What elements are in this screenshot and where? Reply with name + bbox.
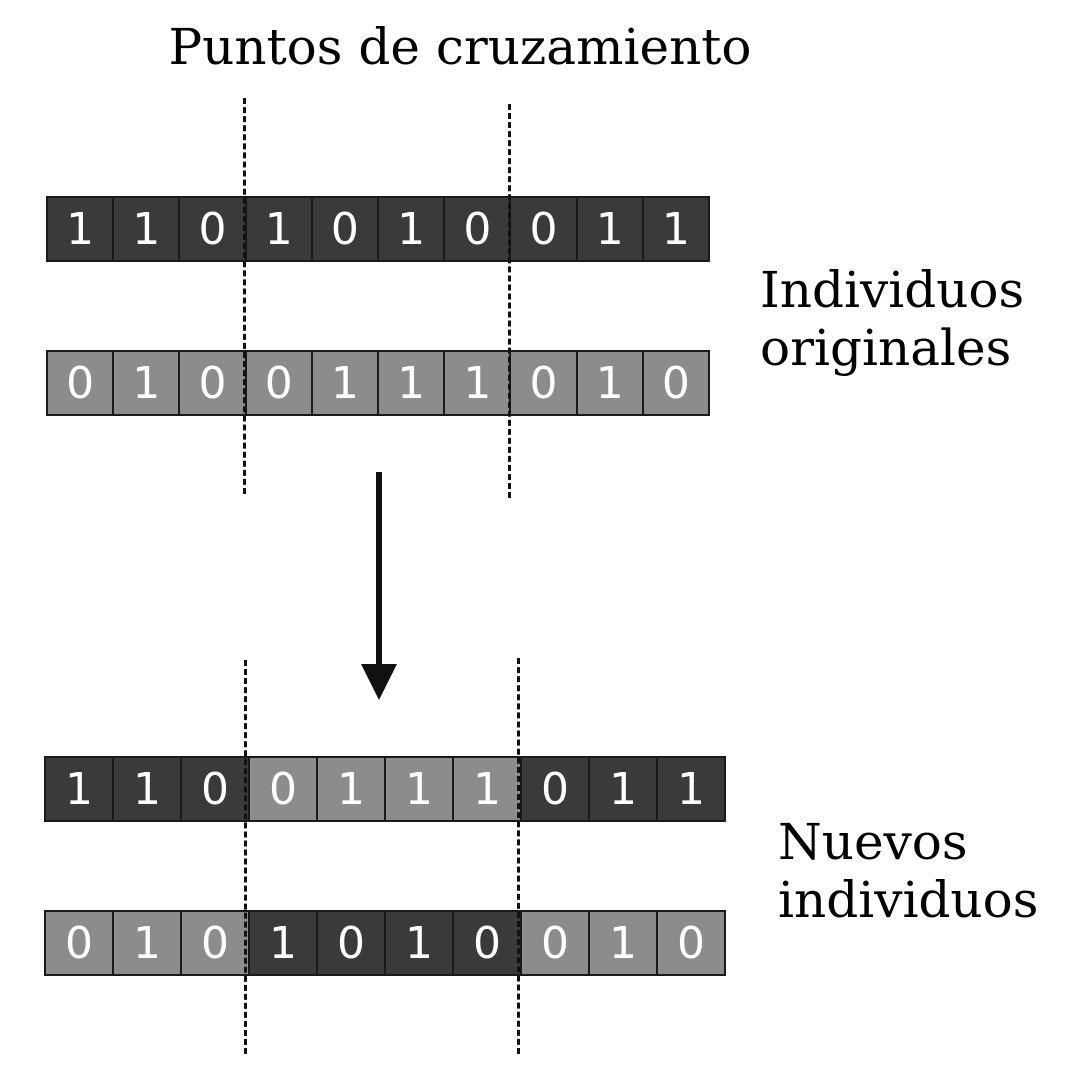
gene-cell: 0: [658, 912, 724, 974]
gene-cell: 0: [445, 198, 512, 260]
gene-cell: 0: [511, 352, 578, 414]
gene-cell: 1: [250, 912, 318, 974]
gene-cell: 0: [511, 198, 578, 260]
gene-cell: 0: [182, 758, 250, 820]
crossover-point-1-top: [243, 98, 246, 494]
gene-cell: 1: [114, 758, 182, 820]
new-label-line2: individuos: [778, 870, 1039, 929]
gene-cell: 0: [180, 198, 247, 260]
gene-cell: 1: [577, 198, 644, 260]
gene-cell: 0: [318, 912, 386, 974]
gene-cell: 1: [590, 912, 658, 974]
gene-cell: 1: [246, 198, 313, 260]
gene-cell: 1: [48, 198, 115, 260]
gene-cell: 1: [643, 198, 709, 260]
crossover-point-2-top: [508, 104, 511, 498]
gene-cell: 1: [379, 198, 446, 260]
gene-cell: 0: [250, 758, 318, 820]
original-label-line2: originales: [760, 318, 1012, 377]
gene-cell: 0: [180, 352, 247, 414]
gene-cell: 0: [46, 912, 114, 974]
gene-cell: 1: [386, 912, 454, 974]
gene-cell: 1: [114, 352, 181, 414]
gene-cell: 1: [114, 198, 181, 260]
gene-cell: 1: [312, 352, 380, 414]
gene-cell: 0: [48, 352, 115, 414]
down-arrow-icon: [361, 472, 397, 700]
gene-cell: 0: [454, 912, 522, 974]
gene-cell: 1: [445, 352, 512, 414]
gene-cell: 1: [379, 352, 446, 414]
original-individuals-label: Individuos originales: [760, 261, 1025, 377]
gene-cell: 0: [643, 352, 709, 414]
crossover-point-2-bottom: [517, 658, 520, 1054]
gene-cell: 1: [386, 758, 454, 820]
gene-cell: 0: [522, 758, 590, 820]
gene-cell: 1: [318, 758, 386, 820]
gene-cell: 0: [246, 352, 313, 414]
new-label-line1: Nuevos: [778, 813, 968, 871]
diagram-title: Puntos de cruzamiento: [168, 18, 752, 76]
original-label-line1: Individuos: [760, 261, 1025, 319]
gene-cell: 1: [454, 758, 522, 820]
new-individuals-label: Nuevos individuos: [778, 813, 1039, 929]
gene-cell: 0: [182, 912, 250, 974]
gene-cell: 1: [590, 758, 658, 820]
gene-cell: 0: [522, 912, 590, 974]
crossover-point-1-bottom: [244, 660, 247, 1054]
gene-cell: 1: [46, 758, 114, 820]
gene-cell: 1: [114, 912, 182, 974]
gene-cell: 1: [658, 758, 724, 820]
gene-cell: 1: [577, 352, 644, 414]
gene-cell: 0: [312, 198, 380, 260]
